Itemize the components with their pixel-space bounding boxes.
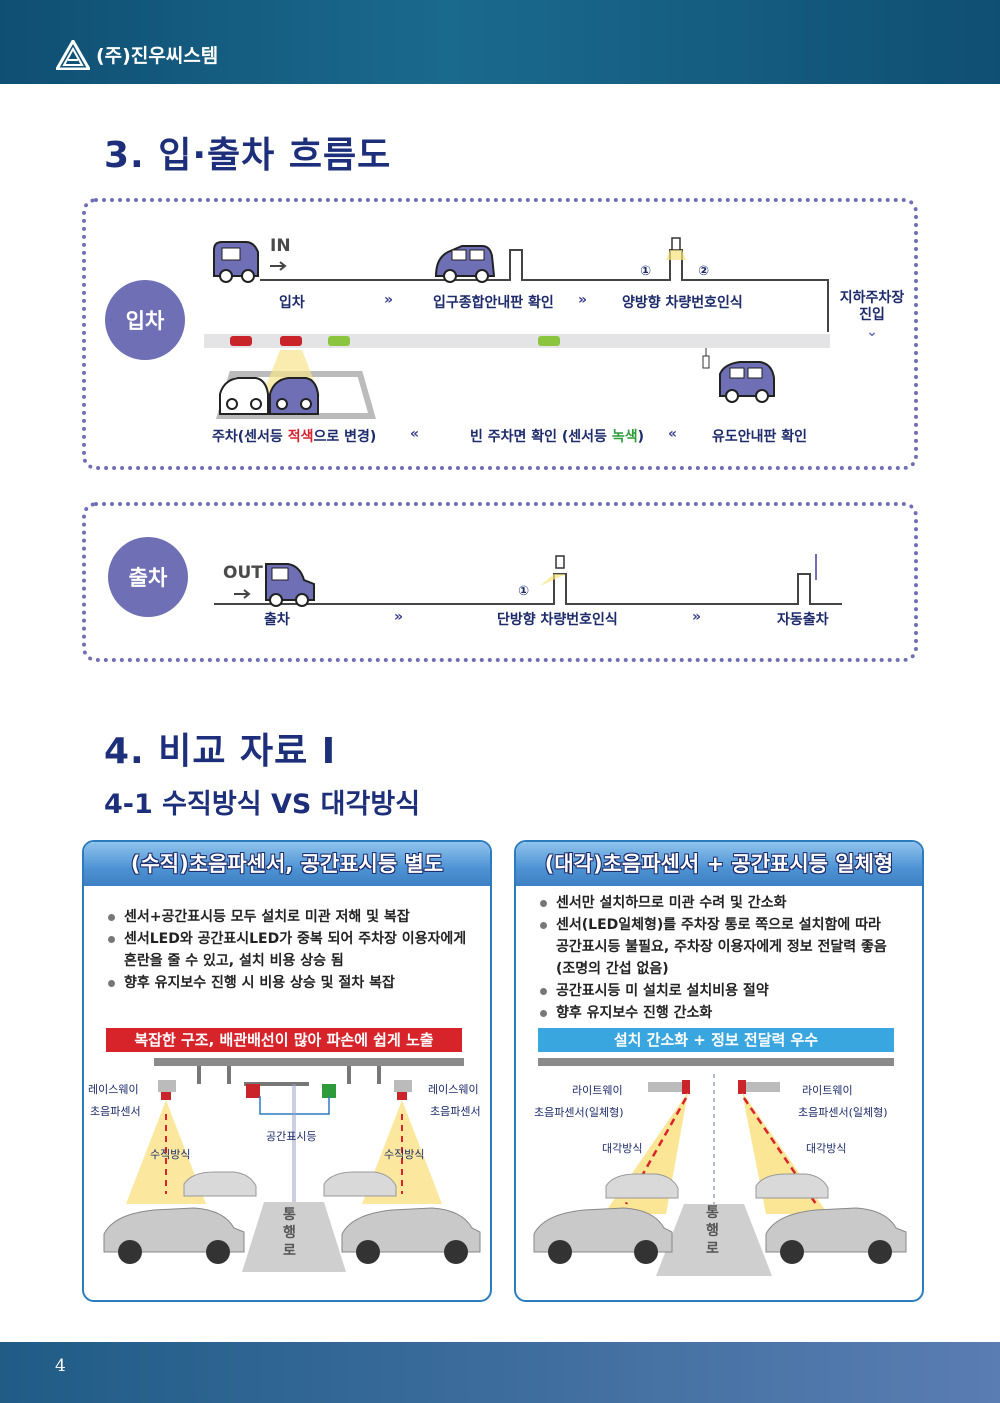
out-label: OUT xyxy=(223,563,263,583)
diagonal-method-label: 대각방식 xyxy=(602,1142,643,1155)
arrow-forward-icon: » xyxy=(692,609,702,625)
arrow-forward-icon: » xyxy=(394,609,404,625)
car-icon xyxy=(323,1171,481,1264)
arrow-back-icon: « xyxy=(410,426,420,442)
section3-title: 3. 입·출차 흐름도 xyxy=(104,135,392,176)
bullet-item-continued: (조명의 간섭 없음) xyxy=(556,961,669,977)
diagonal-method-illustration xyxy=(533,1058,907,1276)
panel-header xyxy=(84,842,490,886)
step-info-board: 입구종합안내판 확인 xyxy=(433,295,554,311)
top-header-bar xyxy=(0,0,1000,84)
exit-car-icon xyxy=(265,563,315,607)
space-light-red xyxy=(246,1084,260,1098)
underground-entry-label: 지하주차장 진입 ⌄ xyxy=(839,290,905,340)
section4-subtitle: 4-1 수직방식 VS 대각방식 xyxy=(104,789,421,820)
step-one-way-recognition: 단방향 차량번호인식 xyxy=(497,612,618,628)
step-plate-recognition: 양방향 차량번호인식 xyxy=(622,295,743,311)
bullet-item-continued: 공간표시등 불필요, 주차장 이용자에게 정보 전달력 좋음 xyxy=(556,939,887,955)
sensor-right-label: 초음파센서 xyxy=(430,1105,481,1118)
exit-circle: 출차 xyxy=(108,537,188,617)
exit-flow-diagram xyxy=(214,554,842,607)
section4-title: 4. 비교 자료 I xyxy=(104,731,337,772)
vertical-method-illustration xyxy=(103,1058,481,1272)
guide-car-icon xyxy=(719,361,775,403)
info-board-car-icon xyxy=(434,245,496,283)
exit-num-1: ① xyxy=(518,584,530,599)
bullet-item: 센서LED와 공간표시LED가 중복 되어 주차장 이용자에게 xyxy=(106,928,486,950)
left-banner: 복잡한 구조, 배관배선이 많아 파손에 쉽게 노출 xyxy=(106,1028,462,1052)
vertical-method-panel: (수직)초음파센서, 공간표시등 별도 센서+공간표시등 모두 설치로 미관 저… xyxy=(82,840,492,1302)
car-icon xyxy=(755,1173,907,1264)
diagonal-method-label: 대각방식 xyxy=(806,1142,847,1155)
lane-label: 통 xyxy=(283,1207,296,1223)
right-banner: 설치 간소화 + 정보 전달력 우수 xyxy=(538,1028,894,1052)
car-icon xyxy=(103,1171,257,1264)
lane-label: 통 xyxy=(706,1205,719,1221)
chevron-down-icon: ⌄ xyxy=(866,324,878,340)
raceway-left-label: 레이스웨이 xyxy=(88,1083,139,1096)
num-1: ① xyxy=(640,264,652,279)
company-logo-icon xyxy=(56,40,90,70)
step-empty-space: 빈 주차면 확인 (센서등 녹색) xyxy=(470,429,644,445)
lightway-left-label: 라이트웨이 xyxy=(572,1084,623,1097)
lane-shape xyxy=(242,1202,346,1272)
lane-label: 행 xyxy=(706,1223,719,1239)
entry-car-icon xyxy=(213,241,259,283)
in-label: IN xyxy=(270,236,291,256)
company-name: (주)진우씨스템 xyxy=(96,45,219,67)
lightway-right-label: 라이트웨이 xyxy=(802,1084,853,1097)
arrow-back-icon: « xyxy=(668,426,678,442)
led-red-1 xyxy=(230,336,252,346)
step-auto-exit: 자동출차 xyxy=(777,612,829,628)
bullet-item: 센서만 설치하므로 미관 수려 및 간소화 xyxy=(538,892,922,914)
camera-icon xyxy=(555,555,565,569)
right-bullet-list: 센서만 설치하므로 미관 수려 및 간소화 센서(LED일체형)를 주차장 통로… xyxy=(538,892,922,1024)
space-light-label: 공간표시등 xyxy=(266,1130,317,1143)
step-exit: 출차 xyxy=(264,612,290,628)
bottom-footer-bar xyxy=(0,1342,1000,1403)
camera-icon xyxy=(671,237,681,251)
step-entry: 입차 xyxy=(279,295,305,311)
step-guide-board: 유도안내판 확인 xyxy=(712,429,808,445)
bullet-item: 공간표시등 미 설치로 설치비용 절약 xyxy=(538,980,922,1002)
panel-title: (대각)초음파센서 + 공간표시등 일체형 xyxy=(544,852,894,876)
panel-title: (수직)초음파센서, 공간표시등 별도 xyxy=(130,852,444,876)
num-2: ② xyxy=(698,264,710,279)
led-red-2 xyxy=(280,336,302,346)
lane-shape xyxy=(656,1204,772,1276)
arrow-forward-icon: » xyxy=(384,292,394,308)
sensor-integrated-right-label: 초음파센서(일체형) xyxy=(798,1106,888,1119)
bullet-item-continued: 혼란을 줄 수 있고, 설치 비용 상승 됨 xyxy=(124,953,344,969)
car-icon xyxy=(533,1173,679,1264)
guide-board-icon xyxy=(702,355,710,369)
raceway-right-label: 레이스웨이 xyxy=(428,1083,479,1096)
vertical-method-label: 수직방식 xyxy=(384,1148,425,1161)
panel-header xyxy=(516,842,922,886)
parked-car-purple-icon xyxy=(269,377,319,415)
lane-label: 행 xyxy=(283,1225,296,1241)
led-green-1 xyxy=(328,336,350,346)
sensor-left-label: 초음파센서 xyxy=(90,1105,141,1118)
led-green-2 xyxy=(538,336,560,346)
lane-label: 로 xyxy=(283,1243,296,1259)
step-parking: 주차(센서등 적색으로 변경) xyxy=(212,429,377,445)
sensor-integrated-left-label: 초음파센서(일체형) xyxy=(534,1106,624,1119)
entry-flow-box xyxy=(82,198,918,470)
parked-car-white-icon xyxy=(219,377,269,415)
arrow-forward-icon: » xyxy=(578,292,588,308)
entry-flow-diagram xyxy=(204,237,830,419)
bullet-item: 향후 유지보수 진행 시 비용 상승 및 절차 복잡 xyxy=(106,972,486,994)
bullet-item: 센서(LED일체형)를 주차장 통로 쪽으로 설치함에 따라 xyxy=(538,914,922,936)
bullet-item: 향후 유지보수 진행 간소화 xyxy=(538,1002,922,1024)
page-number: 4 xyxy=(55,1356,66,1376)
vertical-method-label: 수직방식 xyxy=(150,1148,191,1161)
entry-circle: 입차 xyxy=(105,280,185,360)
space-light-green xyxy=(322,1084,336,1098)
bullet-item: 센서+공간표시등 모두 설치로 미관 저해 및 복잡 xyxy=(106,906,486,928)
lane-label: 로 xyxy=(706,1241,719,1257)
diagonal-method-panel: (대각)초음파센서 + 공간표시등 일체형 센서만 설치하므로 미관 수려 및 … xyxy=(514,840,924,1302)
left-bullet-list: 센서+공간표시등 모두 설치로 미관 저해 및 복잡 센서LED와 공간표시LE… xyxy=(106,906,486,994)
exit-flow-box xyxy=(82,502,918,662)
